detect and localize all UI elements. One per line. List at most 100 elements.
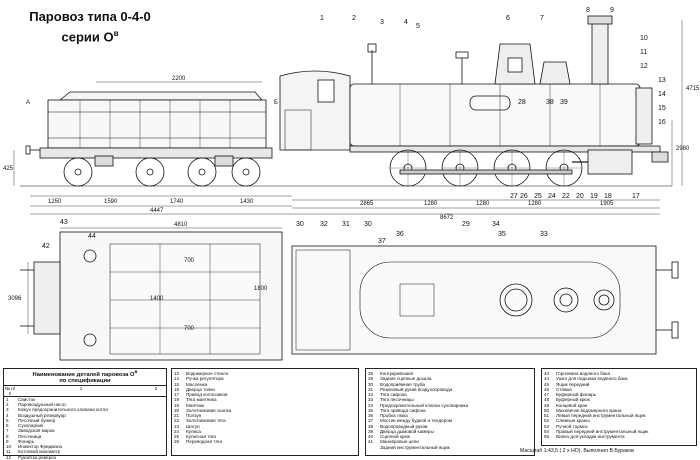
table-title: Наименование деталей паровоза Ов по спец… [32,370,138,385]
callout-14: 14 [658,91,666,98]
callout-19: 19 [590,193,598,200]
title-line-1: Паровоз типа 0-4-0 [29,9,151,24]
diagram-title: Паровоз типа 0-4-0 серии Ов [10,8,170,45]
header-col-2: 2 [154,385,158,391]
callout-30a: 30 [296,221,304,228]
dim-1905: 1905 [600,201,614,207]
dim-8672: 8672 [440,215,454,221]
callout-31: 31 [342,221,350,228]
callout-32: 32 [320,221,328,228]
boiler-side [349,15,661,153]
dim-1280-a: 1280 [424,201,438,207]
dim-1740: 1740 [170,199,184,205]
callout-8: 8 [586,7,590,14]
callout-11: 11 [640,49,647,56]
callout-2: 2 [352,15,356,22]
locomotive-drawing: А Б 2200 1250 1590 1740 1430 4447 2865 1… [3,7,700,361]
callout-9: 9 [610,7,614,14]
dim-700-a: 700 [184,258,195,264]
table-header: № п/п 1 2 [4,384,166,397]
callout-18: 18 [604,193,612,200]
plan-view [20,227,679,361]
parts-column-1: Наименование деталей паровоза Ов по спец… [3,368,167,460]
title-series: серии О [61,29,114,45]
dim-4447: 4447 [150,208,164,214]
list-item: Задний инструментальный ящик [380,444,450,450]
side-view [13,15,683,215]
callout-22: 22 [562,193,570,200]
dim-1430: 1430 [240,199,254,205]
driving-wheels [389,149,669,187]
callout-10: 10 [640,35,648,42]
dim-1280-b: 1280 [476,201,490,207]
callout-17: 17 [632,193,640,200]
parts-table: Наименование деталей паровоза Ов по спец… [3,368,697,460]
cab-side [279,70,351,151]
dim-2200: 2200 [172,76,186,82]
dim-700-b: 700 [184,326,195,332]
callout-42: 42 [42,243,50,250]
callout-28: 28 [518,99,526,106]
callout-12: 12 [640,63,648,70]
callout-26: 26 [520,193,528,200]
header-num: № п/п [5,385,15,396]
dim-1400: 1400 [150,296,164,302]
callout-27: 27 [510,193,518,200]
callout-43: 43 [60,219,68,226]
dim-1250: 1250 [48,199,62,205]
dim-3096: 3096 [8,296,22,302]
callout-20: 20 [576,193,584,200]
callout-3: 3 [380,19,384,26]
tender-side [25,91,273,167]
callout-13: 13 [658,77,666,84]
callout-36: 36 [396,231,404,238]
dim-4810: 4810 [174,222,188,228]
callout-16: 16 [658,119,666,126]
callout-29: 29 [462,221,470,228]
dim-4715: 4715 [686,86,700,92]
scale-and-author-note: Масштаб 1:43,5 ( 2 х НО). Выполнил В.Бур… [520,448,634,454]
title-line-2: серии Ов [10,25,170,45]
callout-7: 7 [540,15,544,22]
tender-wheels [63,157,261,187]
